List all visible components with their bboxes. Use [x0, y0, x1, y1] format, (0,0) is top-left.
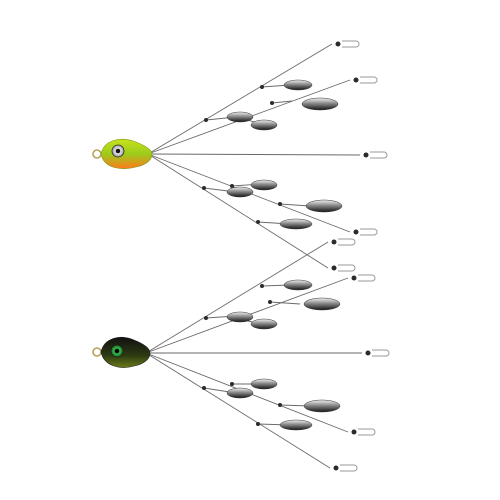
- blade: [283, 79, 313, 91]
- umbrella-rig-bottom: [92, 238, 390, 472]
- blade: [250, 318, 278, 330]
- jig-head-chartreuse: [92, 139, 153, 169]
- snap-swivel: [333, 464, 358, 472]
- snaps: [331, 238, 390, 472]
- blade: [301, 97, 339, 111]
- umbrella-rig-top: [92, 40, 388, 272]
- wire-arms: [145, 241, 362, 469]
- snap-swivel: [331, 238, 356, 246]
- blade: [279, 218, 313, 230]
- snap-swivel: [335, 40, 360, 48]
- snap-swivel: [363, 151, 388, 159]
- blade: [250, 378, 278, 390]
- snap-swivel: [353, 76, 378, 84]
- blade: [226, 186, 254, 198]
- eye-icon: [110, 344, 124, 358]
- eye-icon: [111, 144, 125, 158]
- blade: [283, 279, 313, 291]
- willow-blades: [226, 79, 343, 230]
- snap-swivel: [351, 274, 376, 282]
- blade: [226, 111, 254, 123]
- snap-swivel: [351, 428, 376, 436]
- blade: [250, 179, 278, 191]
- snap-swivel: [331, 264, 356, 272]
- blade: [226, 387, 254, 399]
- blade: [226, 311, 254, 323]
- jig-head-black: [92, 337, 151, 368]
- snaps: [331, 40, 388, 272]
- snap-swivel: [365, 349, 390, 357]
- willow-blades: [226, 279, 341, 431]
- blade: [305, 199, 343, 213]
- blade: [250, 119, 278, 131]
- blade: [303, 399, 341, 413]
- snap-swivel: [353, 228, 378, 236]
- swivels: [202, 284, 282, 426]
- wire-arms: [147, 43, 361, 269]
- blade: [303, 297, 341, 311]
- blade: [279, 419, 313, 431]
